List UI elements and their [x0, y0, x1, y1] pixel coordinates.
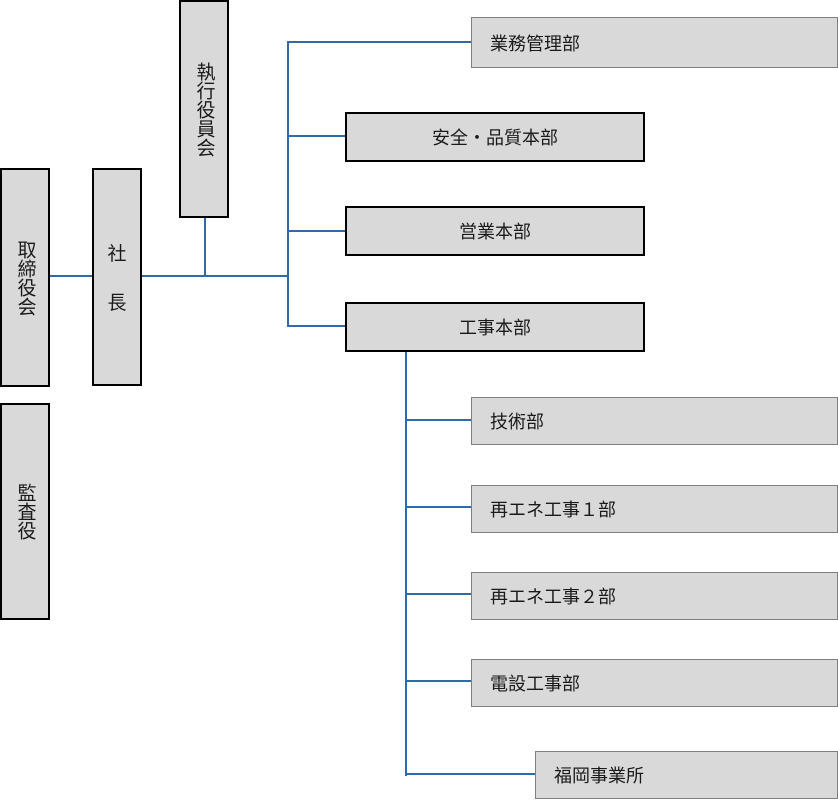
- dept-technical: 技術部: [471, 397, 838, 445]
- dept-fukuoka-label: 福岡事業所: [554, 766, 644, 787]
- auditor-box: 監査役: [0, 403, 50, 620]
- connector-executive-committee: [204, 217, 206, 277]
- connector-board-president: [49, 275, 94, 277]
- dept-sales-label: 営業本部: [459, 222, 531, 243]
- dept-renewable-1: 再エネ工事１部: [471, 485, 838, 533]
- president-label-char-1: 社: [107, 243, 127, 265]
- dept-renewable-1-label: 再エネ工事１部: [490, 500, 616, 521]
- connector-fukuoka: [405, 773, 536, 775]
- connector-safety-quality: [287, 135, 347, 137]
- dept-business-management: 業務管理部: [471, 17, 838, 68]
- dept-safety-quality-label: 安全・品質本部: [432, 128, 558, 149]
- president-label-char-2: 長: [107, 292, 127, 314]
- dept-sales: 営業本部: [345, 206, 645, 256]
- dept-fukuoka: 福岡事業所: [535, 751, 838, 799]
- board-of-directors-box: 取締役会: [0, 168, 50, 387]
- dept-safety-quality: 安全・品質本部: [345, 112, 645, 162]
- connector-construction: [287, 325, 347, 327]
- connector-sales: [287, 230, 347, 232]
- connector-renewable-2: [405, 593, 472, 595]
- connector-president-trunk: [141, 275, 289, 277]
- connector-renewable-1: [405, 506, 472, 508]
- auditor-label: 監査役: [14, 483, 37, 540]
- connector-construction-vertical: [405, 351, 407, 776]
- dept-business-management-label: 業務管理部: [490, 33, 580, 55]
- dept-construction: 工事本部: [345, 302, 645, 352]
- executive-committee-box: 執行役員会: [179, 0, 229, 218]
- dept-renewable-2-label: 再エネ工事２部: [490, 587, 616, 608]
- executive-committee-label: 執行役員会: [193, 61, 216, 157]
- connector-technical: [405, 419, 472, 421]
- dept-technical-label: 技術部: [490, 412, 544, 433]
- president-box: 社 長: [92, 168, 142, 386]
- dept-renewable-2: 再エネ工事２部: [471, 572, 838, 620]
- connector-trunk-vertical: [287, 41, 289, 327]
- board-of-directors-label: 取締役会: [14, 239, 37, 316]
- connector-business-management: [287, 41, 472, 43]
- connector-electrical: [405, 680, 472, 682]
- dept-electrical: 電設工事部: [471, 659, 838, 707]
- dept-construction-label: 工事本部: [459, 318, 531, 339]
- dept-electrical-label: 電設工事部: [490, 674, 580, 695]
